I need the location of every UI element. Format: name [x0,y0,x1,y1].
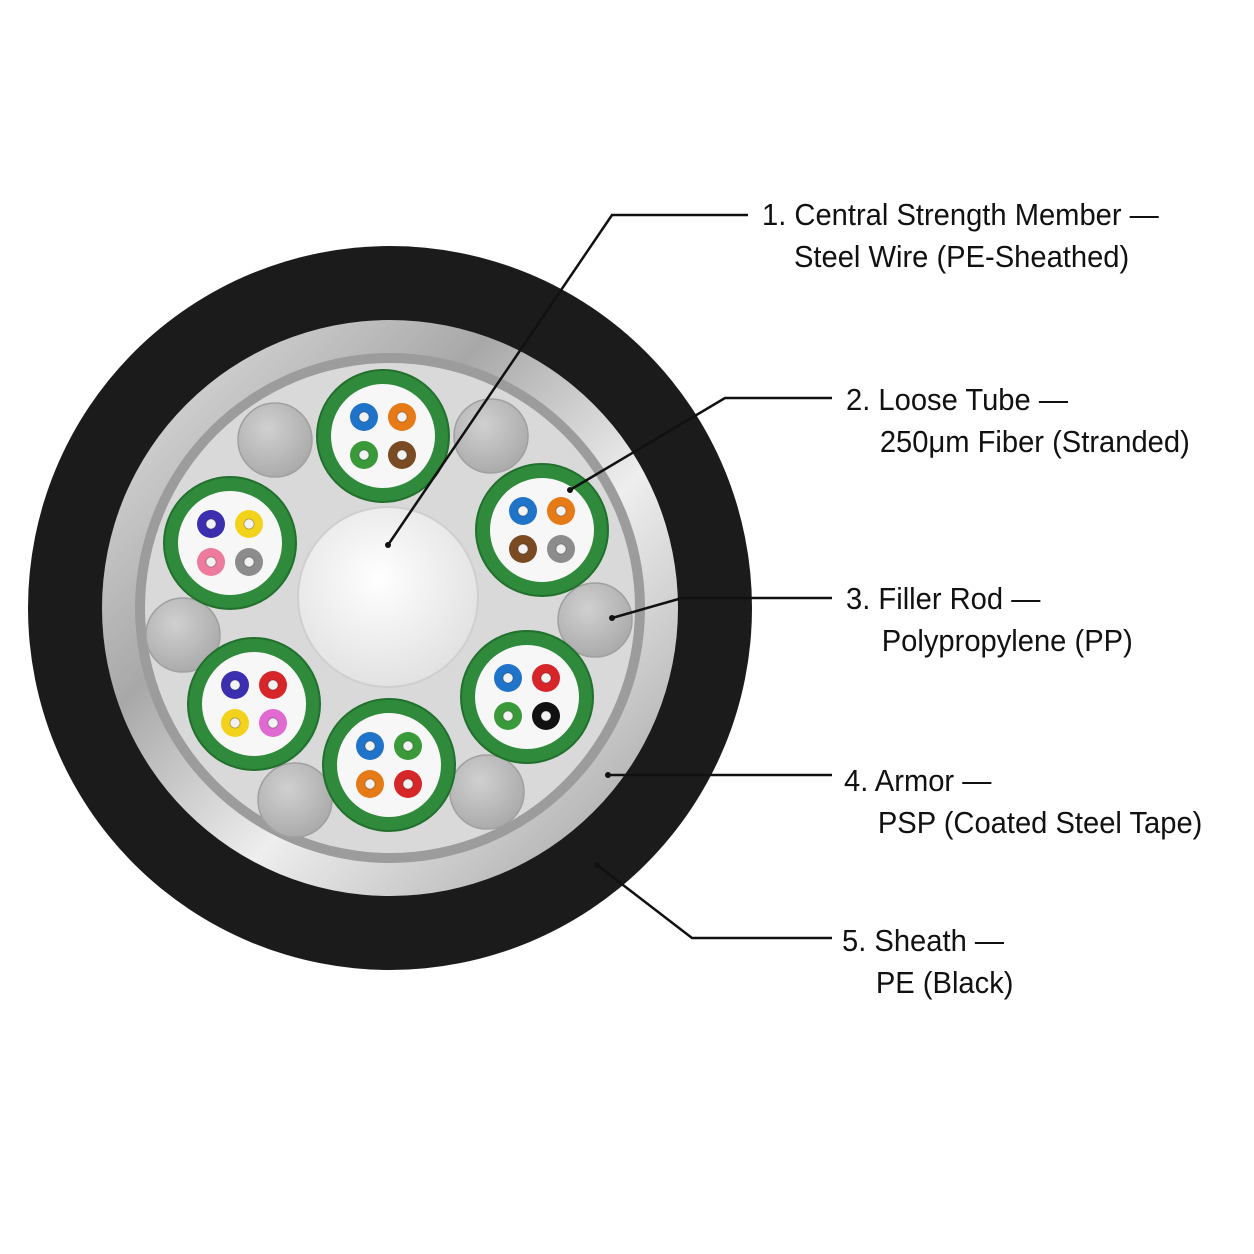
fiber-core [396,411,408,423]
leader-line-filler-rod [611,596,832,620]
fiber-core [358,411,370,423]
callout-3-number: 3. [846,581,871,616]
filler-rod [257,762,333,838]
callout-central-strength-member: 1. Central Strength Member — Steel Wire … [762,194,1159,278]
fiber-core [540,710,552,722]
central-strength-member [297,506,479,688]
loose-tube-interior [475,645,579,749]
fiber-core [555,543,567,555]
callout-armor: 4. Armor — PSP (Coated Steel Tape) [844,760,1202,844]
loose-tube [187,637,321,771]
fiber-core [243,556,255,568]
fiber-core [364,778,376,790]
callout-3-title: Filler Rod — [878,581,1041,616]
loose-tube [322,698,456,832]
callout-4-number: 4. [844,763,869,798]
callout-4-title: Armor — [874,763,992,798]
fiber-core [229,679,241,691]
filler-rod [449,754,525,830]
fiber-core [243,518,255,530]
callout-1-number: 1. [762,197,787,232]
fiber-core [502,710,514,722]
callout-3-detail: Polypropylene (PP) [881,623,1133,658]
callout-5-number: 5. [842,923,867,958]
loose-tube-interior [337,713,441,817]
filler-rods [145,398,633,838]
loose-tube-interior [178,491,282,595]
callout-1-detail: Steel Wire (PE-Sheathed) [793,239,1130,274]
callout-loose-tube: 2. Loose Tube — 250μm Fiber (Stranded) [846,379,1190,463]
callout-5-detail: PE (Black) [875,965,1014,1000]
loose-tube-interior [490,478,594,582]
callout-5-title: Sheath — [874,923,1005,958]
filler-rod [237,402,313,478]
fiber-core [502,672,514,684]
fiber-core [517,543,529,555]
callout-2-detail: 250μm Fiber (Stranded) [879,424,1190,459]
leader-lines [386,213,832,940]
leader-line-central-member [386,213,748,546]
loose-tube [163,476,297,610]
fiber-core [396,449,408,461]
fiber-core [364,740,376,752]
fiber-core [555,505,567,517]
fiber-core [402,778,414,790]
callout-2-number: 2. [846,382,871,417]
leader-line-sheath [596,864,832,940]
fiber-core [229,717,241,729]
loose-tube [316,369,450,503]
callout-4-detail: PSP (Coated Steel Tape) [877,805,1203,840]
callout-sheath: 5. Sheath — PE (Black) [842,920,1013,1004]
loose-tube [460,630,594,764]
filler-rod [557,582,633,658]
leader-line-loose-tube [569,396,832,492]
fiber-core [517,505,529,517]
fiber-core [267,679,279,691]
loose-tube-interior [331,384,435,488]
fiber-core [205,518,217,530]
fiber-core [402,740,414,752]
callout-2-title: Loose Tube — [878,382,1068,417]
filler-rod [145,597,221,673]
leader-dots [385,487,615,868]
fiber-core [358,449,370,461]
filler-rod [453,398,529,474]
callout-filler-rod: 3. Filler Rod — Polypropylene (PP) [846,578,1133,662]
loose-tube-interior [202,652,306,756]
fiber-core [205,556,217,568]
fiber-core [267,717,279,729]
callout-1-title: Central Strength Member — [794,197,1159,232]
loose-tubes [163,369,609,832]
loose-tube [475,463,609,597]
fiber-core [540,672,552,684]
